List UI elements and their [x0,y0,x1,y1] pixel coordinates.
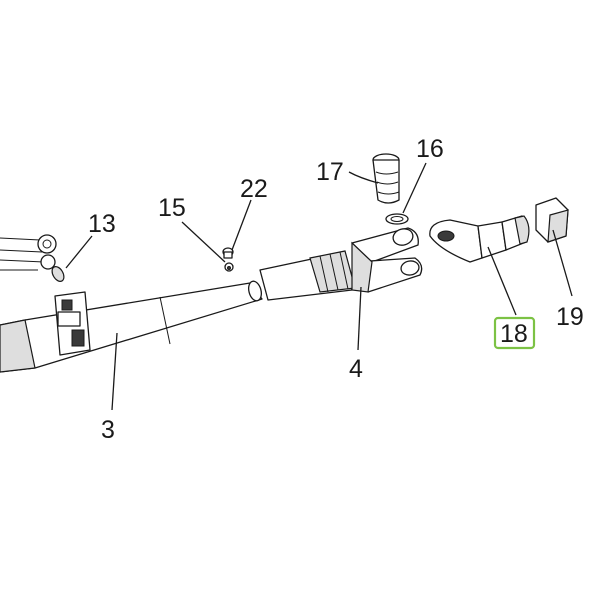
leader-19 [552,229,573,297]
callout-4[interactable]: 4 [349,355,363,383]
tube-clamp[interactable] [54,291,91,356]
part-22-bolt[interactable] [222,247,234,259]
leader-13 [65,235,93,269]
callout-16[interactable]: 16 [416,135,444,163]
leader-18 [487,246,517,316]
callout-19[interactable]: 19 [556,303,584,331]
leader-3 [111,332,118,411]
part-17-pin[interactable] [372,153,400,204]
part-18-rod-end[interactable] [429,215,530,263]
leader-16 [402,162,427,214]
callout-22[interactable]: 22 [240,175,268,203]
part-16-clip[interactable] [385,213,409,225]
part-3-tube[interactable] [0,280,263,373]
leader-15 [181,221,226,263]
callout-17[interactable]: 17 [316,158,344,186]
callout-13[interactable]: 13 [88,210,116,238]
leader-17 [348,171,379,184]
part-15-screw[interactable] [224,262,234,272]
part-4-yoke-shaft[interactable] [259,227,423,301]
callout-15[interactable]: 15 [158,194,186,222]
leader-22 [231,199,252,251]
part-19-nut[interactable] [535,197,569,243]
leader-4 [357,286,362,351]
callout-18[interactable]: 18 [500,320,528,348]
leader-lines [65,162,573,411]
callout-3[interactable]: 3 [101,416,115,444]
highlight-box-18 [493,316,536,350]
part-13-linkage[interactable] [0,234,66,283]
